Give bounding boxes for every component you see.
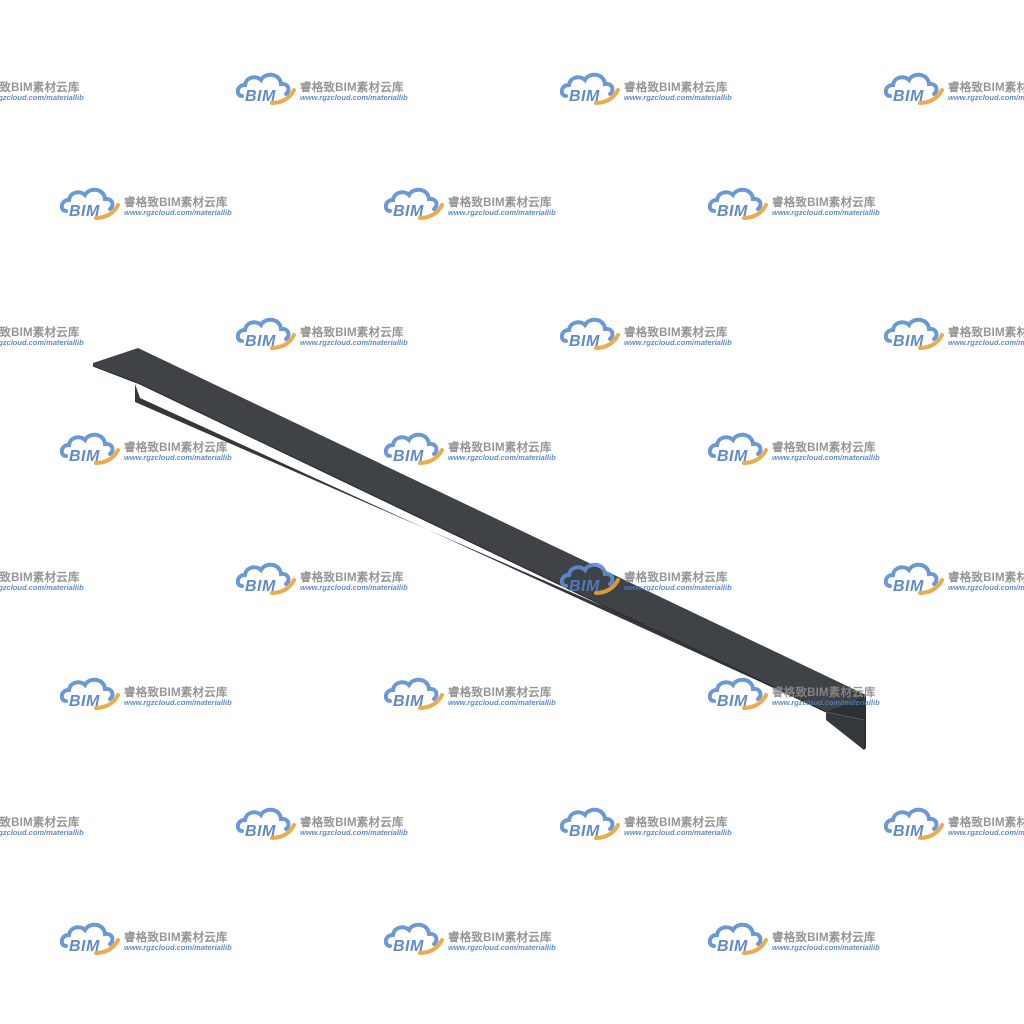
angle-bar-edge (92, 365, 827, 713)
angle-bar-inner-edge (825, 711, 865, 721)
angle-bar-end-face (826, 695, 866, 750)
angle-bar-top-face (93, 348, 866, 712)
angle-bar-side-face (135, 384, 864, 750)
